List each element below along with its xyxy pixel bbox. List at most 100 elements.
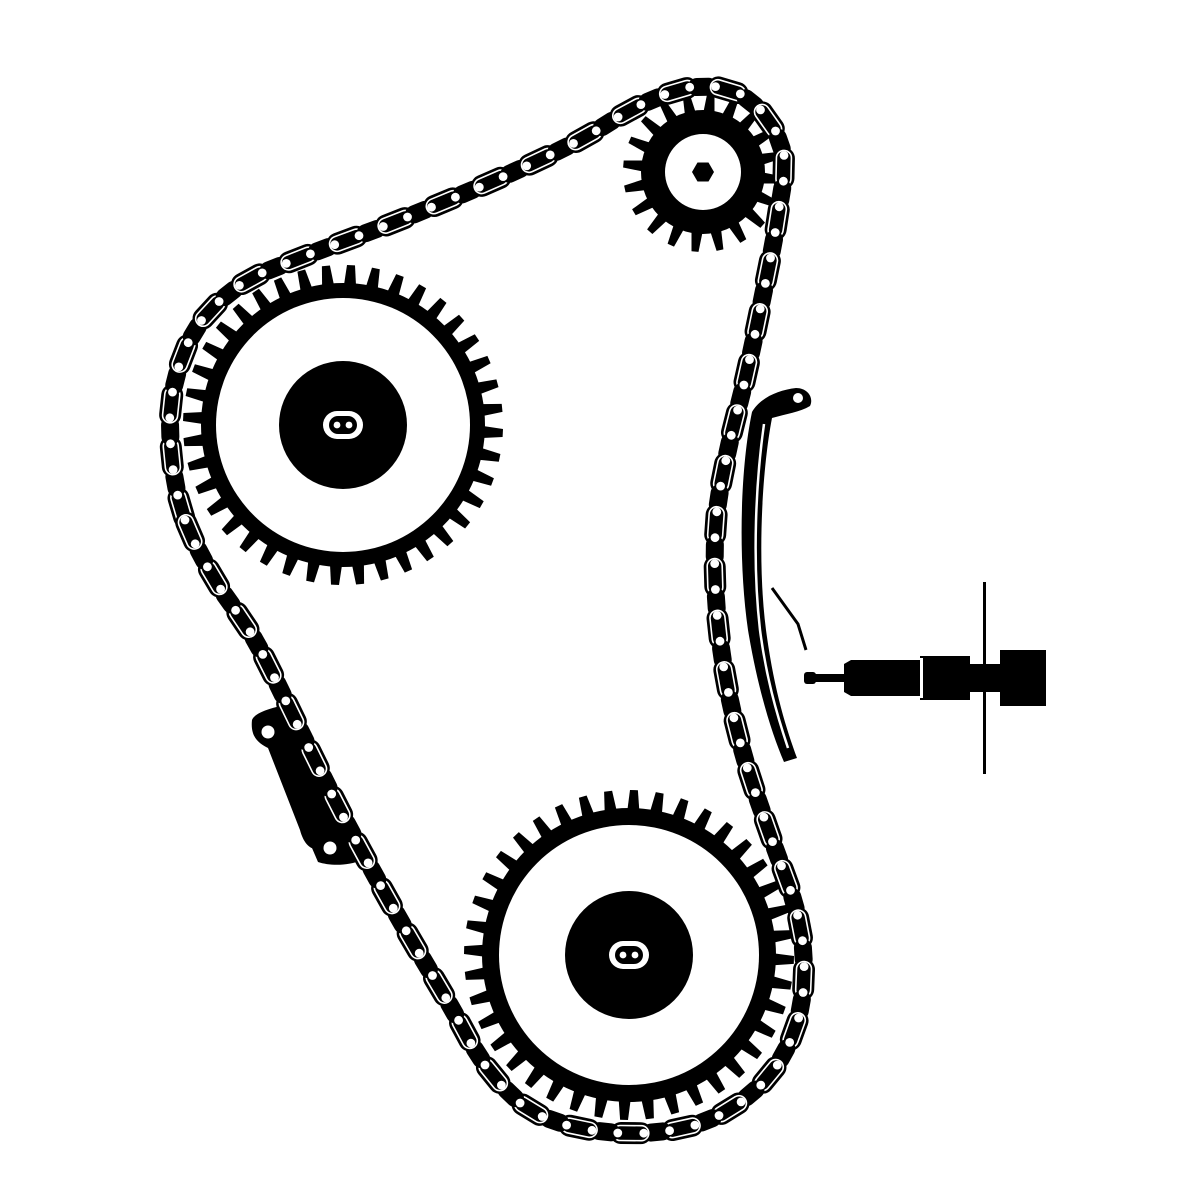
chain-pin <box>214 297 224 306</box>
sprocket-tooth <box>594 1096 608 1118</box>
chain-pin <box>401 926 411 936</box>
tensioner-barrel <box>844 660 920 696</box>
hex-bolt-icon <box>692 162 714 182</box>
chain-pin <box>376 881 385 890</box>
sprocket-tooth <box>641 1098 654 1120</box>
chain-pin <box>330 240 340 250</box>
chain-pin <box>750 329 760 339</box>
sprocket-tooth <box>685 1083 704 1106</box>
sprocket-tooth <box>667 224 684 247</box>
chain-pin <box>639 1128 649 1138</box>
chain-pin <box>712 507 722 517</box>
chain-pin <box>378 222 388 231</box>
chain-pin <box>515 1098 525 1108</box>
sprocket-tooth <box>770 976 792 990</box>
chain-pin <box>351 835 361 845</box>
sprocket-tooth <box>627 790 640 811</box>
sprocket-tooth <box>387 274 404 297</box>
chain-pin <box>168 387 177 397</box>
mounting-surface-line <box>983 582 986 774</box>
timing-chain <box>159 76 816 1145</box>
tensioner-tip <box>804 672 816 684</box>
chain-pin <box>779 151 789 160</box>
sprocket-tooth <box>757 880 780 899</box>
chain-pin <box>771 126 780 136</box>
chain-pin <box>751 788 760 797</box>
sprocket-tooth <box>766 904 789 921</box>
chain-pin <box>363 858 373 868</box>
sprocket-tooth <box>628 136 651 153</box>
chain-pin <box>587 1125 597 1135</box>
chain-pin <box>281 259 291 268</box>
sprocket-tooth <box>183 412 204 424</box>
sprocket-tooth <box>306 560 321 583</box>
chain-pin <box>522 161 532 171</box>
chain-pin <box>711 82 720 91</box>
chain-pin <box>719 662 729 672</box>
small-upper-right-sprocket <box>623 92 783 252</box>
sprocket-tooth <box>472 895 495 912</box>
sprocket-tooth <box>297 269 313 292</box>
chain-pin <box>636 100 646 109</box>
sprocket-tooth <box>482 872 505 891</box>
chain-pin <box>794 1013 803 1023</box>
chain-pin <box>715 636 725 646</box>
sprocket-tooth <box>569 1089 586 1112</box>
upper-left-sprocket <box>183 265 503 585</box>
sprocket-tooth <box>481 403 503 416</box>
chain-pin <box>761 279 770 288</box>
chain-pin <box>497 1080 506 1090</box>
chain-pin <box>613 1128 623 1138</box>
chain-pin <box>466 1038 476 1048</box>
sprocket-tooth <box>659 101 678 123</box>
chain-pin <box>724 688 733 697</box>
chain-pin <box>756 105 765 115</box>
chain-pin <box>779 176 788 186</box>
sprocket-tooth <box>478 1011 501 1030</box>
chain-pin <box>756 1080 766 1090</box>
sprocket-tooth <box>471 469 494 486</box>
guide-bolt-hole-upper <box>261 725 275 739</box>
sprocket-tooth <box>468 355 491 374</box>
sprocket-tooth <box>183 434 205 447</box>
chain-pin <box>710 533 720 543</box>
sprocket-tooth <box>672 798 689 821</box>
chain-pin <box>403 212 412 222</box>
chain-pin <box>613 112 623 122</box>
chain-pin <box>739 380 749 390</box>
tensioner-nut <box>1000 650 1046 706</box>
chain-pin <box>712 611 722 620</box>
chain-pin <box>726 430 736 440</box>
chain-pin <box>537 1112 547 1121</box>
tensioner-guide-rail <box>741 388 812 762</box>
chain-pin <box>165 413 175 423</box>
chain-pin <box>231 605 241 615</box>
chain-pin <box>270 673 279 682</box>
guide-bolt-hole-lower <box>323 841 337 855</box>
hydraulic-tensioner <box>804 582 1046 774</box>
chain-pin <box>180 515 190 525</box>
chain-pin <box>793 910 802 920</box>
chain-pin <box>339 812 348 822</box>
chain-pin <box>315 766 325 776</box>
sprocket-tooth <box>710 229 724 251</box>
sprocket-tooth <box>753 1019 776 1038</box>
rail-pivot-hole <box>793 393 803 403</box>
chain-pin <box>714 1111 724 1120</box>
chain-pin <box>569 139 578 148</box>
chain-pin <box>480 1060 490 1070</box>
chain-pin <box>799 962 809 971</box>
sprocket-tooth <box>469 989 492 1006</box>
chain-pin <box>474 182 484 192</box>
sprocket-tooth <box>773 953 794 966</box>
bottom-sprocket <box>464 790 794 1120</box>
sprocket-tooth <box>464 967 486 980</box>
chain-pin <box>745 355 754 364</box>
chain-pin <box>742 763 752 773</box>
sprocket-tooth <box>703 92 715 113</box>
sprocket-tooth <box>464 944 485 957</box>
sprocket-tooth <box>185 388 208 403</box>
sprocket-tooth <box>772 930 794 943</box>
chain-pin <box>733 405 742 415</box>
